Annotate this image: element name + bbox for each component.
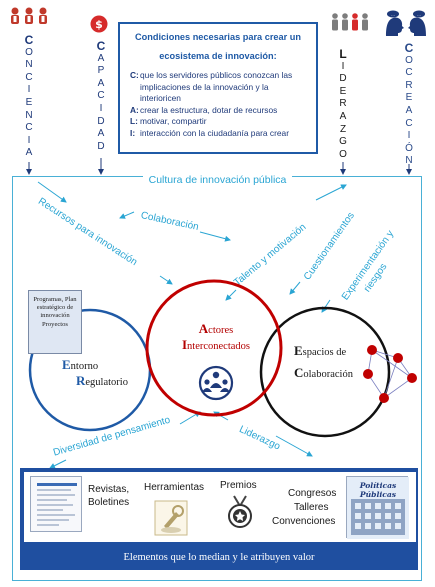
congresos-label: Congresos <box>288 488 337 499</box>
pillar-letter: I <box>341 60 345 72</box>
pillar-letter: Ó <box>405 142 413 154</box>
convenciones-label: Convenciones <box>272 516 336 527</box>
pillar-letter: I <box>27 134 31 146</box>
pillar-letter: O <box>25 46 33 58</box>
pillar-letter: E <box>339 85 347 97</box>
pillar-letter: A <box>405 104 413 116</box>
condition-key: I: <box>130 127 136 138</box>
pillar-letter: I <box>27 84 31 96</box>
pillar-letter: O <box>405 54 413 66</box>
magazine-thumbnail-icon <box>30 476 82 532</box>
label-rest: ctores <box>208 325 234 336</box>
svg-text:$: $ <box>95 18 103 31</box>
pillar-letter: R <box>339 98 347 110</box>
pillar-letter: D <box>97 140 105 152</box>
talleres-label: Talleres <box>294 502 329 513</box>
label-cap: R <box>76 373 86 388</box>
condition-item: I: interacción con la ciudadanía para cre… <box>130 128 310 140</box>
heads-chat-icon: ... ... <box>386 10 426 36</box>
pillar-letter: P <box>97 65 105 77</box>
pillar-letter: A <box>97 77 105 89</box>
band-footer: Elementos que lo median y le atribuyen v… <box>20 546 418 570</box>
condition-text: que los servidores públicos conozcan las… <box>140 70 293 103</box>
people-leader-icon <box>332 13 368 31</box>
conditions-title: Condiciones necesarias para crear un eco… <box>120 28 316 66</box>
condition-item: L:motivar, compartir <box>130 116 310 128</box>
label-cap: C <box>294 365 304 380</box>
label-cap: E <box>294 343 303 358</box>
condition-text: crear la estructura, dotar de recursos <box>140 104 278 115</box>
pillar-letter: C <box>96 39 106 53</box>
pillar-letter: I <box>99 102 103 114</box>
pillar-letter: R <box>405 79 413 91</box>
pillar-letter: L <box>339 47 347 61</box>
pillar-letter: N <box>405 155 413 167</box>
pillar-letter: A <box>97 128 105 140</box>
pillar-letter: N <box>25 109 33 121</box>
label-entorno-regulatorio: Entorno Regulatorio <box>62 358 142 390</box>
condition-key: C: <box>130 70 139 80</box>
public-policies-thumbnail: Políticas Públicas <box>346 476 409 539</box>
conditions-title-line1: Condiciones necesarias para crear un <box>135 32 301 42</box>
label-rest: ntorno <box>70 361 99 372</box>
programs-document-icon <box>28 290 82 354</box>
politicas-publicas-label: Políticas Públicas <box>359 481 397 499</box>
main-title: Cultura de innovación pública <box>0 174 435 186</box>
label-rest: olaboración <box>303 369 353 380</box>
label-rest: nterconectados <box>187 341 251 352</box>
pillar-letter: C <box>405 117 413 129</box>
conditions-list: C:que los servidores públicos conozcan l… <box>120 70 316 139</box>
people-group-icon <box>11 7 47 24</box>
condition-key: L: <box>130 116 138 126</box>
label-rest: spacios de <box>302 347 347 358</box>
pillar-letter: D <box>97 115 105 127</box>
boletines-label: Boletines <box>88 497 130 508</box>
label-cap: I <box>181 337 188 352</box>
pillar-letter: C <box>25 71 33 83</box>
pillar-letter: A <box>339 110 347 122</box>
programs-document-text: Programas, Plan estratégico de innovació… <box>33 296 77 328</box>
label-espacios-colaboracion: Espacios de Colaboración <box>294 344 368 382</box>
condition-item: C:que los servidores públicos conozcan l… <box>130 70 310 105</box>
conditions-box: Condiciones necesarias para crear un eco… <box>118 22 318 154</box>
building-icon <box>347 477 409 539</box>
condition-text: motivar, compartir <box>140 116 207 126</box>
premios-label: Premios <box>220 480 257 491</box>
condition-key: A: <box>130 104 139 115</box>
pillar-letter: Z <box>339 123 347 135</box>
revistas-label: Revistas, <box>88 484 130 495</box>
pillar-letter: G <box>339 136 347 148</box>
pillar-letter: I <box>407 130 411 142</box>
pillar-letter: N <box>25 59 33 71</box>
label-cap: A <box>198 321 209 336</box>
pillar-letter: C <box>405 67 413 79</box>
conditions-title-line2: ecosistema de innovación: <box>159 51 277 61</box>
label-actores-interconectados: Actores Interconectados <box>166 322 266 354</box>
pillar-letter: O <box>339 148 347 160</box>
pillar-letter: A <box>25 147 33 159</box>
svg-text:...: ... <box>417 12 421 17</box>
pillar-letter: C <box>97 90 105 102</box>
condition-text: interacción con la ciudadanía para crear <box>140 127 289 138</box>
herramientas-label: Herramientas <box>144 482 205 493</box>
pillar-letter: A <box>97 52 105 64</box>
pillar-letter: E <box>405 92 413 104</box>
pillar-letter: C <box>404 41 414 55</box>
pillar-letter: D <box>339 73 347 85</box>
pillar-letter: C <box>25 122 33 134</box>
label-cap: E <box>62 357 71 372</box>
tools-icon <box>154 500 188 536</box>
medal-icon <box>228 495 252 528</box>
pillar-letter: E <box>25 96 33 108</box>
label-rest: egulatorio <box>85 377 128 388</box>
dollar-badge-icon: $ <box>90 15 108 33</box>
svg-text:...: ... <box>391 12 395 17</box>
main-title-text: Cultura de innovación pública <box>142 174 293 186</box>
condition-item: A:crear la estructura, dotar de recursos <box>130 105 310 117</box>
pillar-letter: C <box>24 33 34 47</box>
